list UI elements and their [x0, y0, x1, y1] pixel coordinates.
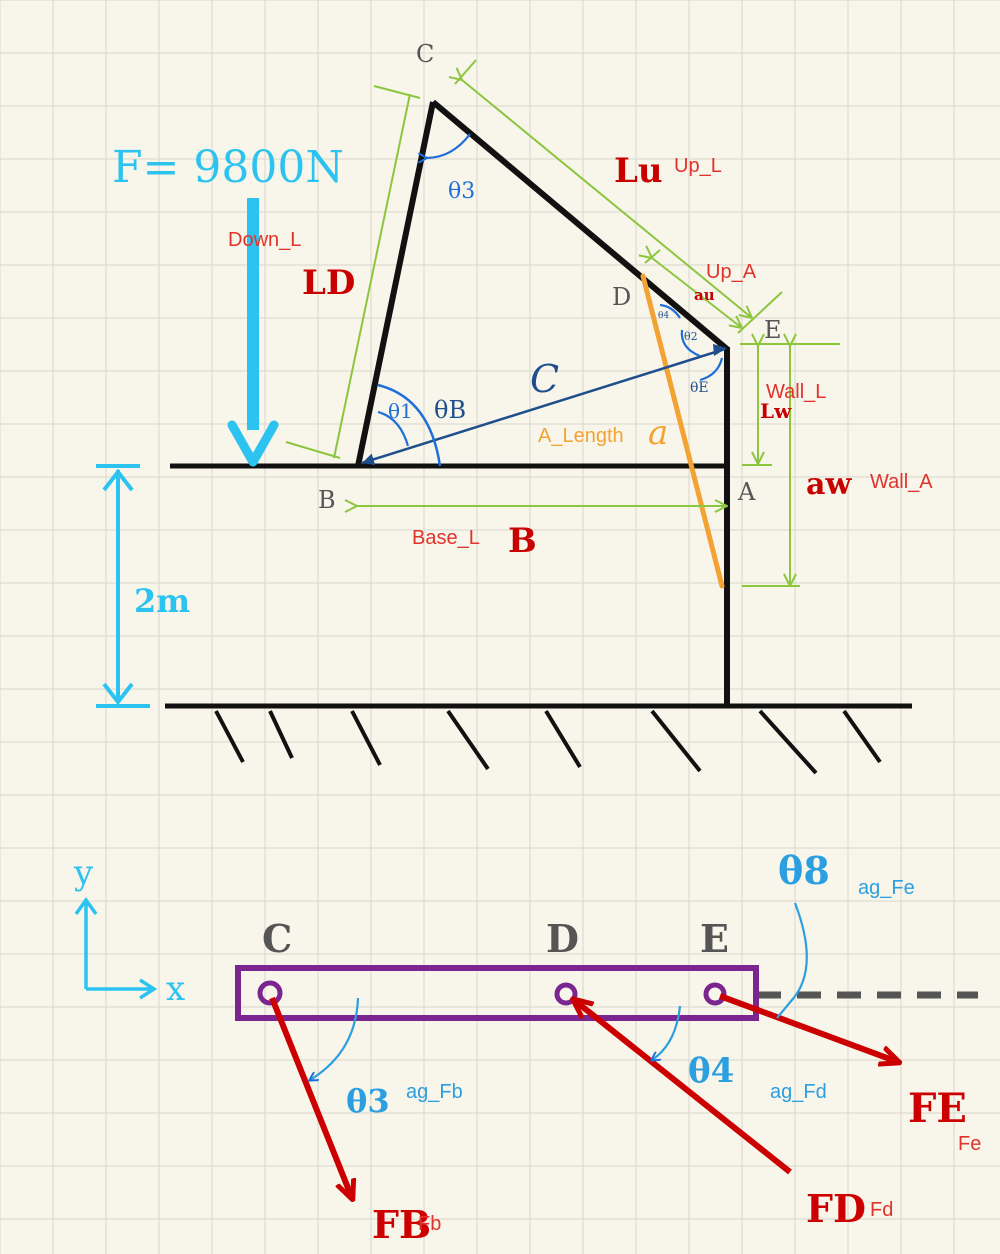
- angle-theta2-label: θ2: [684, 330, 698, 343]
- fbd-angle-theta3-label: θ3: [346, 1082, 390, 1120]
- fbd-bar: [235, 965, 759, 1021]
- point-b-label: B: [318, 486, 336, 514]
- var-ag-fb: ag_Fb: [406, 1081, 463, 1103]
- symbol-lu: Lu: [614, 151, 663, 191]
- fbd-point-c: C: [262, 916, 292, 961]
- var-fe: Fe: [958, 1133, 981, 1155]
- height-label: 2m: [134, 582, 190, 620]
- top-labels: C D E A B F= 9800N 2m Up_L Down_L Up_A W…: [112, 40, 933, 620]
- force-fd-arrow: [574, 1000, 792, 1175]
- angle-theta1-arc: [377, 410, 410, 447]
- var-fd: Fd: [870, 1199, 893, 1221]
- symbol-ld: LD: [302, 263, 355, 303]
- fbd-angle-theta8-label: θ8: [778, 848, 830, 893]
- fbd-angle-theta4-label: θ4: [688, 1051, 734, 1091]
- dimension-lines: [285, 59, 840, 587]
- angle-theta2-arc: [680, 329, 701, 358]
- symbol-lw: Lw: [760, 399, 792, 423]
- fbd-point-d: D: [546, 916, 579, 961]
- var-up-l: Up_L: [674, 155, 722, 177]
- axis-y-label: y: [73, 853, 94, 893]
- vector-c-tip-e: [713, 344, 727, 356]
- symbol-c: C: [530, 357, 559, 401]
- symbol-au: au: [694, 286, 715, 304]
- point-d-label: D: [612, 283, 631, 311]
- angle-theta4-arc: [659, 303, 681, 319]
- fbd-angle-theta8-arc: [776, 902, 808, 1019]
- var-ag-fe: ag_Fe: [858, 877, 915, 899]
- angle-arcs: [377, 133, 724, 467]
- point-c-label: C: [416, 40, 434, 68]
- force-fb-label: FB: [372, 1202, 431, 1247]
- angle-theta1-label: θ1: [388, 399, 413, 423]
- axis-x-label: x: [166, 969, 185, 1009]
- pin-e: [703, 982, 727, 1006]
- var-down-l: Down_L: [228, 229, 301, 251]
- fbd-angle-theta3-arc: [310, 997, 360, 1080]
- symbol-aw: aw: [806, 467, 852, 502]
- angle-thetae-label: θE: [690, 380, 709, 396]
- height-dimension: [96, 464, 150, 708]
- symbol-b: B: [508, 521, 537, 561]
- angle-theta3-arc: [426, 133, 471, 158]
- symbol-a: a: [648, 413, 668, 453]
- pin-d: [554, 982, 578, 1006]
- angle-theta4-label: θ4: [658, 311, 669, 321]
- var-fb: Fb: [418, 1213, 441, 1235]
- vector-c: [361, 347, 726, 466]
- free-body-diagram: y x C D E θ3 θ4 θ8 ag_Fb ag_Fd ag_Fe FB …: [73, 848, 981, 1247]
- var-ag-fd: ag_Fd: [770, 1081, 827, 1103]
- pin-c: [257, 980, 283, 1006]
- load-force-arrowhead: [227, 420, 279, 467]
- var-wall-l: Wall_L: [766, 381, 826, 403]
- force-fe-arrow: [718, 993, 898, 1062]
- angle-thetaB-arc: [377, 383, 442, 467]
- var-wall-a: Wall_A: [870, 471, 933, 493]
- load-force-label: F= 9800N: [112, 142, 344, 193]
- angle-thetaE-arc: [699, 357, 724, 382]
- fbd-angle-theta4-arc: [652, 1005, 682, 1060]
- ground-hatching: [214, 709, 882, 775]
- var-base-l: Base_L: [412, 527, 480, 549]
- axes-indicator: [74, 896, 158, 1000]
- var-a-length: A_Length: [538, 425, 624, 447]
- force-fd-label: FD: [806, 1186, 866, 1231]
- force-fe-label: FE: [908, 1085, 967, 1132]
- force-fb-arrow: [269, 996, 352, 1198]
- var-up-a: Up_A: [706, 261, 757, 283]
- point-a-label: A: [737, 478, 756, 506]
- angle-theta3-label: θ3: [448, 179, 475, 204]
- angle-thetab-label: θB: [434, 396, 466, 424]
- fbd-point-e: E: [700, 916, 729, 961]
- point-e-label: E: [764, 316, 782, 344]
